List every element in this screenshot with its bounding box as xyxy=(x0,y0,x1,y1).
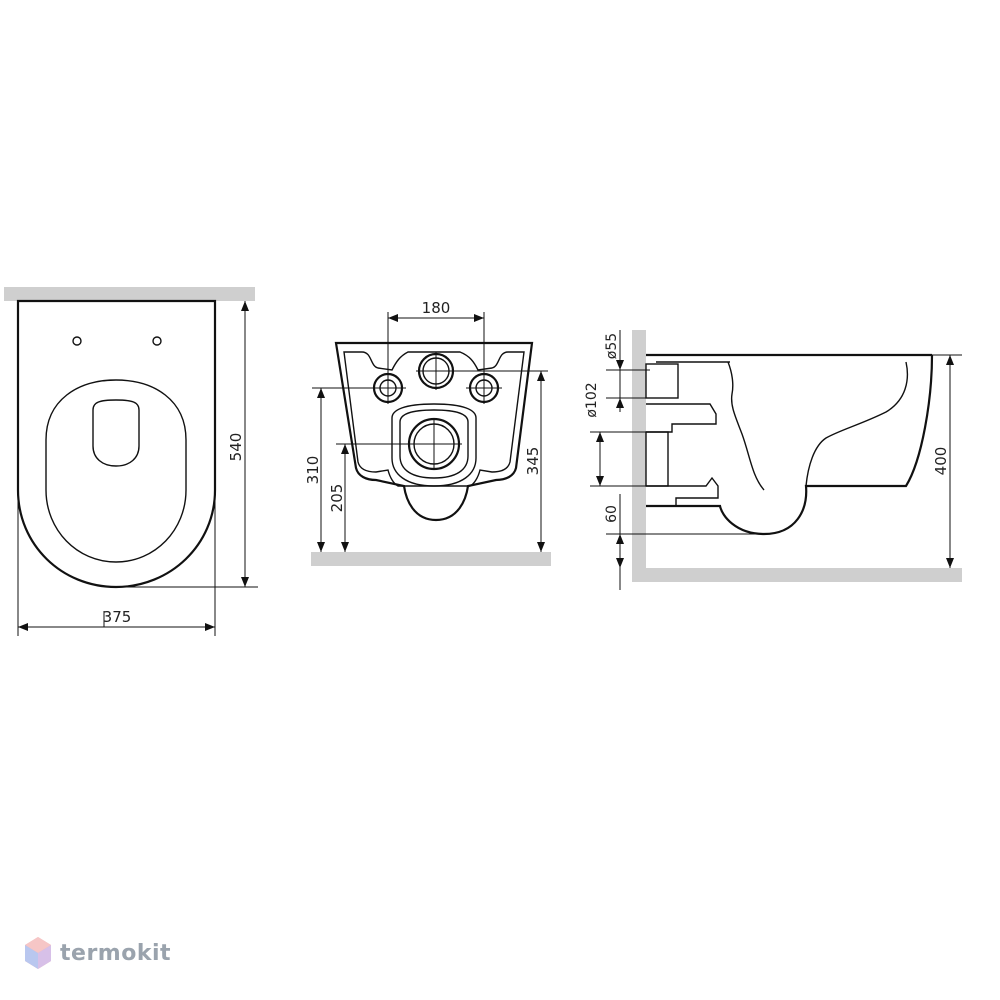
front-view-205-label: 205 xyxy=(328,484,346,513)
top-view-width-arrow-left xyxy=(18,623,28,631)
top-view-mount-hole-right xyxy=(152,336,162,346)
front-view: 180 310 205 345 xyxy=(304,299,551,566)
top-view-seat-outline xyxy=(45,379,187,563)
front-view-345-arrow-top xyxy=(537,371,545,381)
front-view-310-arrow-top xyxy=(317,388,325,398)
side-view-drain-pipe xyxy=(645,431,669,487)
top-view-depth-arrow-top xyxy=(241,301,249,311)
top-view-width-label: 375 xyxy=(103,608,132,626)
side-view-connector-lower xyxy=(646,476,719,506)
side-view-102-label: ø102 xyxy=(584,382,600,417)
front-view-345-arrow-bottom xyxy=(537,542,545,552)
side-view-wall xyxy=(632,330,646,580)
side-view-400-arrow-bottom xyxy=(946,558,954,568)
top-view-rim-opening xyxy=(92,399,140,467)
front-view-205-arrow-top xyxy=(341,444,349,454)
front-view-205-arrow-bottom xyxy=(341,542,349,552)
side-view-400-arrow-top xyxy=(946,355,954,365)
side-view-55-label: ø55 xyxy=(604,333,620,359)
top-view-wall xyxy=(4,287,255,301)
side-view-400-label: 400 xyxy=(932,447,950,476)
front-view-180-arrow-left xyxy=(388,314,398,322)
side-view-55-arrow-bottom xyxy=(616,398,624,408)
side-view-inlet-pipe xyxy=(645,363,679,399)
top-view-depth-arrow-bottom xyxy=(241,577,249,587)
front-view-inner-outline xyxy=(343,351,525,487)
front-view-drain-surround xyxy=(391,403,477,487)
side-view-body-outline xyxy=(646,354,934,536)
side-view-bowl-profile xyxy=(727,361,909,491)
front-view-310-label: 310 xyxy=(304,456,322,485)
top-view-bowl-outline xyxy=(16,299,217,589)
top-view-mount-hole-left xyxy=(72,336,82,346)
termokit-logo-icon xyxy=(25,937,51,969)
side-view-connector-upper xyxy=(646,403,717,433)
brand-watermark: termokit xyxy=(24,936,171,970)
side-view-55-arrow-top xyxy=(616,360,624,370)
side-view-60-arrow-bottom xyxy=(616,558,624,568)
side-view-floor xyxy=(632,568,962,582)
front-view-body-outline xyxy=(334,341,534,522)
front-view-180-arrow-right xyxy=(474,314,484,322)
front-view-drain-surround-inner xyxy=(399,409,469,479)
side-view-102-arrow-top xyxy=(596,432,604,442)
front-view-180-label: 180 xyxy=(422,299,451,317)
front-view-310-arrow-bottom xyxy=(317,542,325,552)
side-view-102-arrow-bottom xyxy=(596,476,604,486)
front-view-floor xyxy=(311,552,551,566)
front-view-345-label: 345 xyxy=(524,447,542,476)
top-view: 540 375 xyxy=(4,287,258,636)
side-view-60-label: 60 xyxy=(604,505,620,523)
side-view-60-arrow-top xyxy=(616,534,624,544)
side-view: ø55 ø102 60 400 xyxy=(584,330,962,590)
brand-name: termokit xyxy=(60,940,172,966)
top-view-depth-label: 540 xyxy=(227,433,245,462)
top-view-width-arrow-right xyxy=(205,623,215,631)
